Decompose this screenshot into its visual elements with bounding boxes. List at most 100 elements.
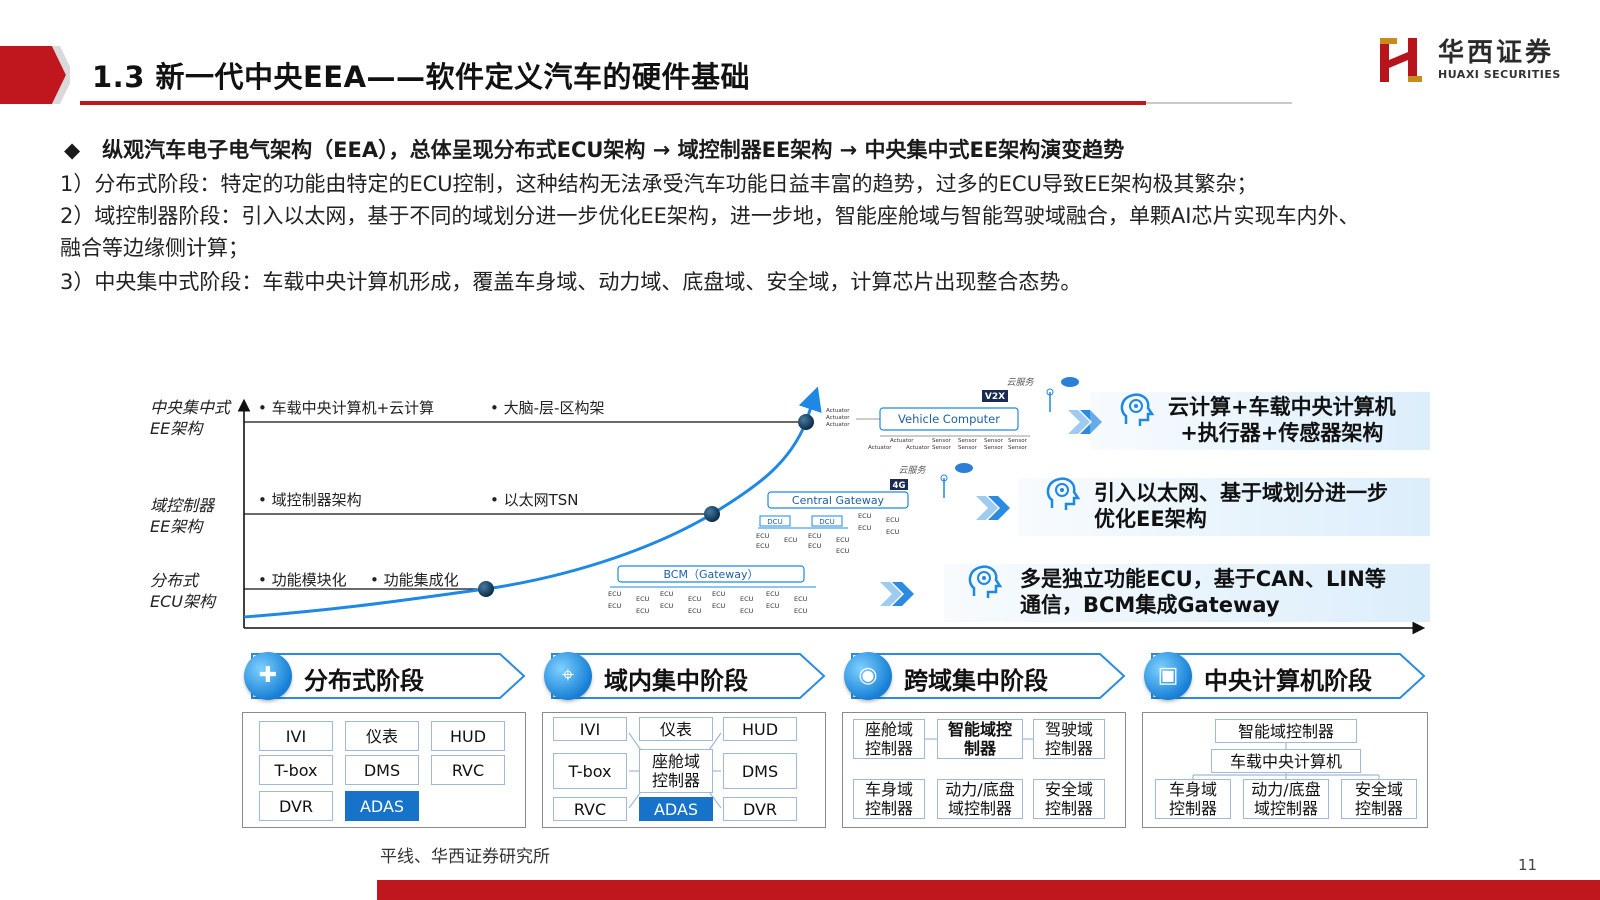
network-pin-icon: ◉ <box>844 652 892 700</box>
ecu-label: ECU <box>660 602 674 610</box>
ecu-label: ECU <box>794 595 808 603</box>
ecu-label: ECU <box>766 602 780 610</box>
summary-line-1: 1）分布式阶段：特定的功能由特定的ECU控制，这种结构无法承受汽车功能日益丰富的… <box>60 172 1258 196</box>
ai-head-icon <box>1046 477 1081 510</box>
mid-cloud-label: 云服务 <box>898 465 926 476</box>
sensor-label: Sensor <box>958 438 978 444</box>
domain-controller-cell: 安全域 控制器 <box>1033 779 1105 819</box>
diamond-bullet-icon: ◆ <box>64 138 81 162</box>
top-cloud-icon <box>1061 377 1079 387</box>
module-cell: DVR <box>259 791 333 821</box>
top-cloud-label: 云服务 <box>1006 377 1034 388</box>
actuator-label: Actuator <box>826 415 850 421</box>
dcu-label: DCU <box>819 518 834 526</box>
ecu-label: ECU <box>636 595 650 603</box>
source-note: 平线、华西证券研究所 <box>380 847 550 867</box>
module-cell: HUD <box>723 717 797 741</box>
module-cell: T-box <box>553 753 627 789</box>
panel-distributed: IVI 仪表 HUD T-box DMS RVC DVR ADAS <box>242 712 526 828</box>
milestone-dot-central <box>798 414 814 430</box>
domain-controller-cell: 动力/底盘 域控制器 <box>1243 779 1329 819</box>
module-cell: IVI <box>259 721 333 751</box>
module-cell: 仪表 <box>639 717 713 741</box>
ecu-label: ECU <box>688 595 702 603</box>
title-underline-gray <box>1146 102 1292 104</box>
domain-arch-illustration: Central Gateway 4G 云服务 DCU DCU ECU ECU E… <box>756 463 973 555</box>
ecu-label: ECU <box>808 532 822 540</box>
phase-title: 跨域集中阶段 <box>904 667 1048 695</box>
phase-header-cross-domain: ◉ 跨域集中阶段 <box>842 650 1128 702</box>
huaxi-logo-icon <box>1380 38 1422 82</box>
actuator-label: Actuator <box>826 408 850 414</box>
chevron-icon <box>880 582 914 606</box>
sensor-label: Sensor <box>1008 438 1028 444</box>
summary-bullet: ◆纵观汽车电子电气架构（EEA），总体呈现分布式ECU架构 → 域控制器EE架构… <box>64 134 1124 164</box>
page-title: 1.3 新一代中央EEA——软件定义汽车的硬件基础 <box>92 60 751 94</box>
module-cell: T-box <box>259 755 333 785</box>
module-cell: DVR <box>723 797 797 821</box>
actuator-label: Actuator <box>906 445 930 451</box>
summary-line-2: 2）域控制器阶段：引入以太网，基于不同的域划分进一步优化EE架构，进一步地，智能… <box>60 204 1360 228</box>
row-item: • 功能模块化 <box>258 571 347 589</box>
domain-controller-cell: 车身域 控制器 <box>853 779 925 819</box>
band-text-distributed: 多是独立功能ECU，基于CAN、LIN等 通信，BCM集成Gateway <box>1020 567 1386 617</box>
y-label-distributed: 分布式 ECU架构 <box>150 571 215 611</box>
page-number: 11 <box>1518 856 1538 874</box>
ecu-label: ECU <box>660 590 674 598</box>
module-cell: DMS <box>345 755 419 785</box>
ecu-label: ECU <box>712 602 726 610</box>
chevron-icon <box>976 496 1010 520</box>
description-band-distributed <box>944 564 1430 622</box>
ecu-label: ECU <box>784 536 798 544</box>
sensor-label: Sensor <box>984 445 1004 451</box>
domain-controller-cell: 智能域控 制器 <box>937 719 1023 759</box>
module-cell-highlight: ADAS <box>345 791 419 821</box>
ai-head-icon <box>1120 393 1155 426</box>
actuator-label: Actuator <box>826 422 850 428</box>
phase-header-central: ▣ 中央计算机阶段 <box>1142 650 1428 702</box>
phase-title: 中央计算机阶段 <box>1204 667 1372 695</box>
growth-curve <box>243 386 822 619</box>
module-cell: HUD <box>431 721 505 751</box>
footer-red-bar <box>377 880 1600 900</box>
company-logo: 华西证券 HUAXI SECURITIES <box>1378 32 1578 88</box>
distributed-arch-illustration: BCM（Gateway） ECU ECU ECU ECU ECU ECU ECU… <box>608 565 816 615</box>
intelligent-domain-controller-cell: 智能域控制器 <box>1215 719 1357 743</box>
milestone-dot-distributed <box>478 581 494 597</box>
module-cell: 仪表 <box>345 721 419 751</box>
module-cell: DMS <box>723 753 797 789</box>
row-item: • 以太网TSN <box>490 491 579 509</box>
row-item: • 功能集成化 <box>370 571 459 589</box>
domain-controller-cell: 安全域 控制器 <box>1341 779 1417 819</box>
phase-title: 域内集中阶段 <box>604 667 748 695</box>
sensor-label: Sensor <box>1008 445 1028 451</box>
domain-controller-cell: 驾驶域 控制器 <box>1033 719 1105 759</box>
ecu-label: ECU <box>636 607 650 615</box>
sensor-label: Sensor <box>932 445 952 451</box>
mid-cloud-icon <box>955 463 973 473</box>
title-underline <box>80 101 1146 105</box>
ecu-label: ECU <box>740 607 754 615</box>
ai-head-icon <box>968 565 1003 598</box>
ecu-label: ECU <box>836 536 850 544</box>
map-pin-icon: ⌖ <box>544 652 592 700</box>
ecu-label: ECU <box>886 516 900 524</box>
module-cell: RVC <box>431 755 505 785</box>
row-item: • 车载中央计算机+云计算 <box>258 399 435 417</box>
domain-controller-cell: 动力/底盘 域控制器 <box>937 779 1023 819</box>
actuator-label: Actuator <box>868 445 892 451</box>
actuator-label: Actuator <box>890 438 914 444</box>
ecu-label: ECU <box>794 607 808 615</box>
computer-icon: ▣ <box>1144 652 1192 700</box>
milestone-dot-domain <box>704 506 720 522</box>
summary-line-3: 融合等边缘侧计算； <box>60 236 249 260</box>
ecu-label: ECU <box>836 547 850 555</box>
ecu-label: ECU <box>740 595 754 603</box>
ecu-label: ECU <box>886 528 900 536</box>
y-label-domain: 域控制器 EE架构 <box>150 496 215 536</box>
ecu-label: ECU <box>858 512 872 520</box>
sensor-label: Sensor <box>932 438 952 444</box>
central-computer-cell: 车载中央计算机 <box>1211 749 1361 773</box>
description-band-domain <box>1018 478 1430 536</box>
domain-controller-cell: 座舱域 控制器 <box>853 719 925 759</box>
